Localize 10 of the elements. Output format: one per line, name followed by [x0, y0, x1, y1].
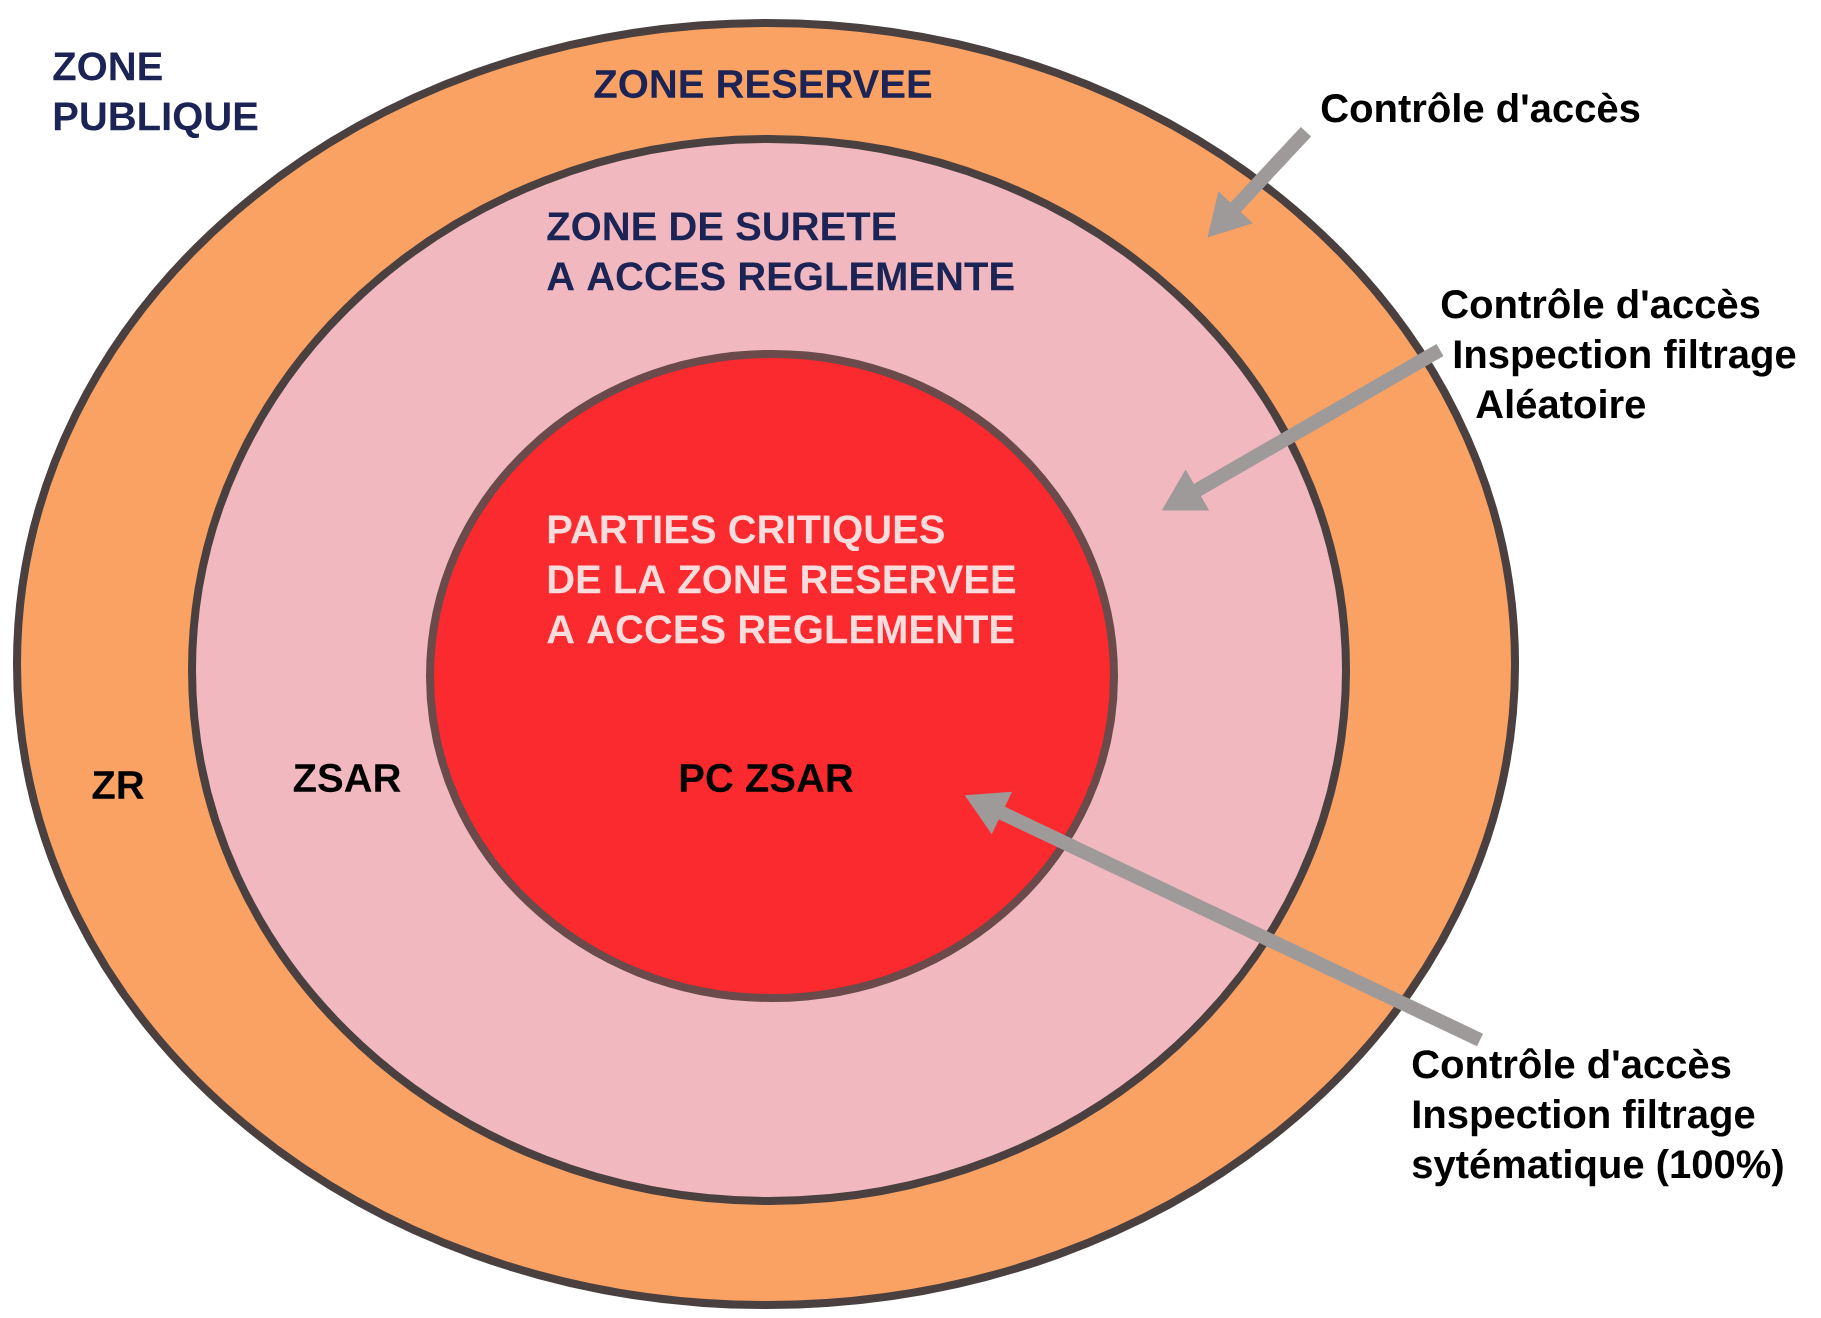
zone-code: ZSAR: [293, 763, 401, 793]
zone-code: PC ZSAR: [680, 763, 853, 793]
callout-text: Contrôle d'accès: [1321, 92, 1640, 123]
zone-title: ZONE DE SURETE A ACCES REGLEMENTE: [547, 212, 1014, 291]
callout-text: Contrôle d'accès Inspection filtrage Aléatoire: [1441, 288, 1796, 419]
callout-text: Contrôle d'accès Inspection filtrage sytématique (100%): [1412, 1048, 1783, 1187]
zone-title: PARTIES CRITIQUES DE LA ZONE RESERVEE A ACCES REGLEMENTE: [547, 515, 1016, 644]
area-label: ZONE PUBLIQUE: [53, 52, 258, 138]
zone-code: ZR: [92, 771, 144, 799]
zone-title: ZONE RESERVEE: [594, 69, 932, 99]
